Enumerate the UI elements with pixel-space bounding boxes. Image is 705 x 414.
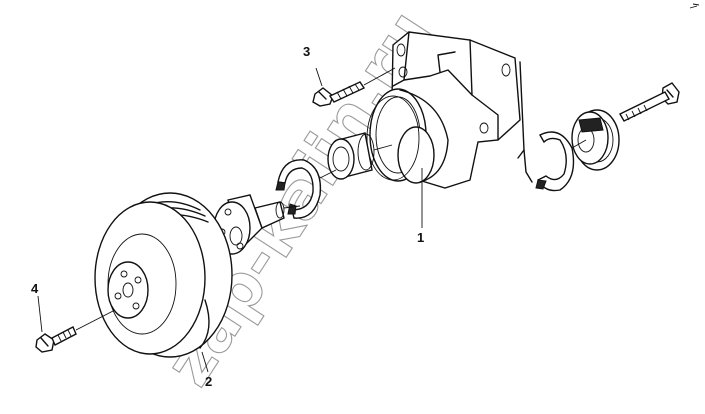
bolt-part-3: [312, 67, 396, 107]
snap-ring-right: [517, 61, 575, 192]
corner-mark: [689, 3, 700, 9]
pulley-part-2: [94, 192, 233, 358]
impeller: [571, 109, 620, 171]
bearing-sleeve: [327, 132, 393, 180]
callout-3: 3: [303, 44, 310, 59]
callout-4: 4: [31, 281, 39, 296]
long-bolt: [619, 82, 680, 122]
leader-line-2: [201, 351, 209, 373]
callout-1: 1: [417, 230, 424, 245]
bolt-part-4: [35, 295, 116, 353]
water-pump-housing: [366, 31, 521, 189]
callout-2: 2: [205, 374, 212, 389]
